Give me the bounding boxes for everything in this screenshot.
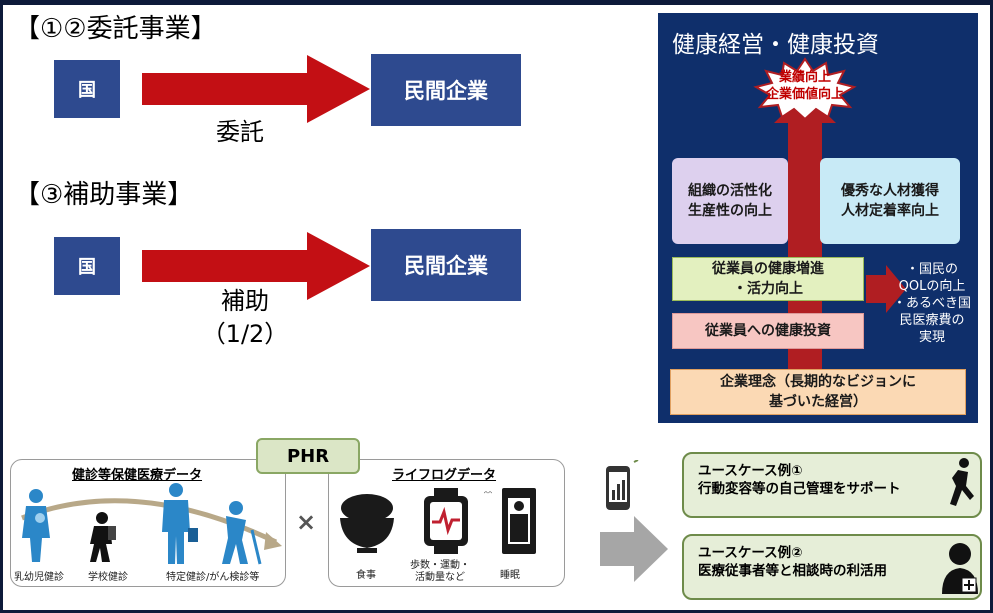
lifelog-data-title: ライフログデータ	[392, 468, 497, 483]
label-subsidy: 補助	[221, 287, 269, 315]
health-data-title: 健診等保健医療データ	[72, 468, 203, 483]
health-management-panel: 健康経営・健康投資 業績向上 企業価値向上 組織の活性化 生産性の向上 優秀な人…	[658, 13, 978, 423]
label-subsidy-ratio: （1/2）	[201, 320, 289, 348]
box-talent-line-2: 人材定着率向上	[841, 203, 939, 219]
caption-infant: 乳幼児健診	[14, 572, 64, 583]
burst-line-2: 企業価値向上	[765, 87, 844, 102]
box-philosophy-line-1: 企業理念（長期的なビジョンに	[720, 374, 916, 390]
usecase-2-title: ユースケース例②	[698, 545, 803, 561]
box-corporate-philosophy: 企業理念（長期的なビジョンに 基づいた経営）	[670, 369, 966, 415]
box-country-2: 国	[54, 237, 120, 295]
smartwatch-icon	[424, 488, 468, 554]
caption-meal: 食事	[356, 570, 376, 581]
box-organization: 組織の活性化 生産性の向上	[672, 158, 788, 244]
grey-arrow	[600, 516, 668, 582]
box-employee-health-line-1: 従業員の健康増進	[712, 261, 824, 277]
label-entrust: 委託	[216, 118, 264, 146]
times-sign: ×	[296, 508, 317, 536]
doctor-icon	[942, 543, 978, 594]
svg-text:ᵔᵔ: ᵔᵔ	[484, 490, 492, 501]
usecase-2-desc: 医療従事者等と相談時の利活用	[698, 563, 887, 579]
mother-child-icon	[22, 489, 50, 562]
box-organization-line-2: 生産性の向上	[688, 203, 772, 219]
arrow-subsidy	[142, 232, 370, 300]
sleep-icon: ᵔᵔ	[484, 488, 536, 554]
usecase-1-title: ユースケース例①	[698, 463, 803, 479]
smartphone-icon	[606, 460, 639, 510]
box-employee-health-line-2: ・活力向上	[733, 281, 803, 297]
caption-steps: 歩数・運動・ 活動量など	[410, 560, 470, 583]
heading-subsidy: 【③補助事業】	[14, 180, 194, 210]
box-talent: 優秀な人材獲得 人材定着率向上	[820, 158, 960, 244]
burst-label: 業績向上 企業価値向上	[758, 69, 852, 103]
panel-arrows	[753, 57, 906, 398]
meal-bowl-icon	[340, 494, 394, 553]
box-employee-health: 従業員の健康増進 ・活力向上	[672, 257, 864, 301]
heading-entrusted: 【①②委託事業】	[14, 14, 217, 44]
caption-sleep: 睡眠	[500, 570, 520, 581]
box-talent-line-1: 優秀な人材獲得	[841, 183, 939, 199]
burst-line-1: 業績向上	[778, 70, 831, 85]
box-philosophy-line-2: 基づいた経営）	[769, 394, 867, 410]
panel-title: 健康経営・健康投資	[672, 32, 879, 58]
box-health-investment: 従業員への健康投資	[672, 313, 864, 349]
box-organization-line-1: 組織の活性化	[688, 183, 772, 199]
side-benefits-text: ・国民の QOLの向上 ・あるべき国 民医療費の 実現	[892, 262, 971, 345]
phr-label: PHR	[256, 438, 360, 474]
businessman-icon	[162, 483, 198, 564]
box-private-1: 民間企業	[371, 54, 521, 126]
box-country-1: 国	[54, 60, 120, 118]
student-icon	[90, 512, 116, 562]
box-private-2: 民間企業	[371, 229, 521, 301]
caption-specific: 特定健診/がん検診等	[166, 572, 260, 583]
elderly-icon	[222, 501, 262, 565]
running-person-icon	[950, 458, 974, 506]
lifelog-icons: ᵔᵔ	[340, 488, 536, 554]
usecase-1: ユースケース例① 行動変容等の自己管理をサポート	[682, 452, 982, 518]
health-checkup-icons	[21, 483, 282, 565]
caption-school: 学校健診	[88, 572, 128, 583]
usecase-1-desc: 行動変容等の自己管理をサポート	[698, 481, 901, 497]
arrow-entrust	[142, 55, 370, 123]
usecase-2: ユースケース例② 医療従事者等と相談時の利活用	[682, 534, 982, 600]
